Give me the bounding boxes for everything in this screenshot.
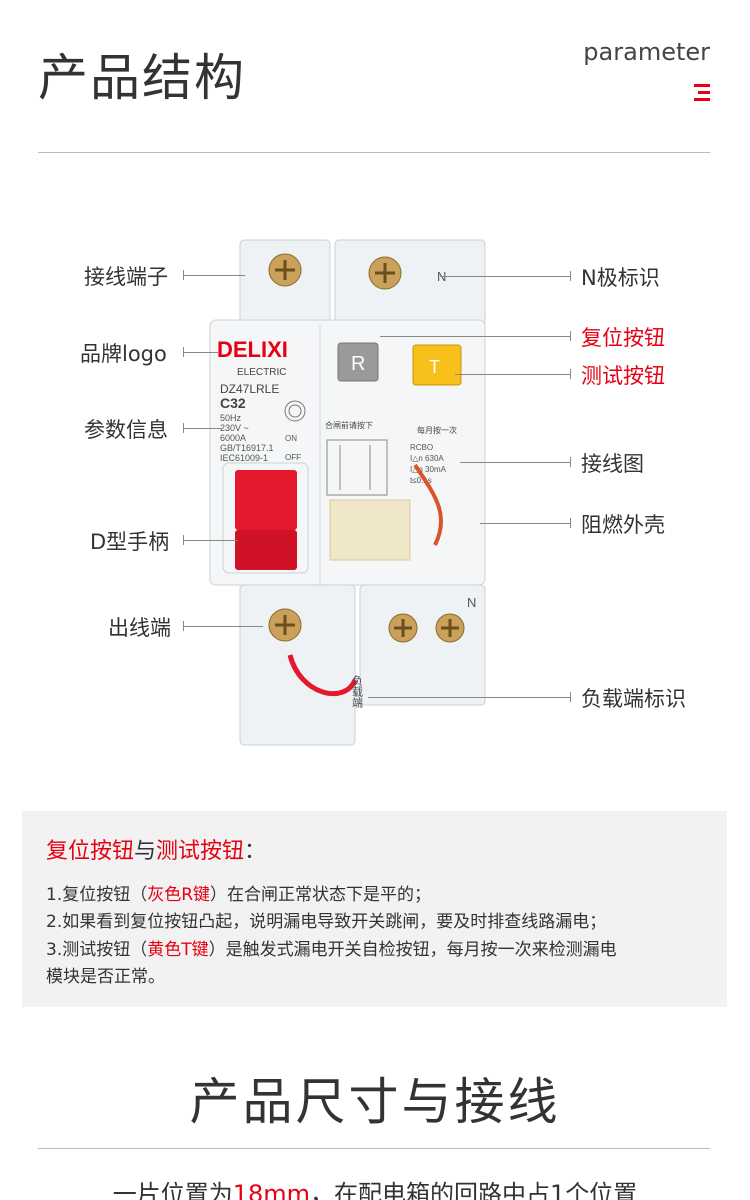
divider: [38, 1148, 710, 1149]
terminal-screw-bottom-left: [268, 608, 302, 642]
brand-logo: DELIXI: [217, 337, 288, 362]
load-mark: 负载端: [351, 674, 364, 709]
svg-text:T: T: [429, 357, 440, 377]
note-line-4: 模块是否正常。: [46, 967, 165, 987]
callout-wiring-diagram: 接线图: [581, 452, 644, 476]
callout-brand-logo: 品牌logo: [80, 342, 167, 366]
d-handle: [235, 470, 297, 530]
callout-parameter-info: 参数信息: [84, 418, 168, 442]
svg-text:ELECTRIC: ELECTRIC: [237, 367, 286, 378]
terminal-screw-top-right: [368, 256, 402, 290]
spec-line: IEC61009-1: [220, 453, 268, 463]
callout-terminal: 接线端子: [84, 265, 168, 289]
size-description: 一片位置为18mm，在配电箱的回路中占1个位置: [112, 1180, 638, 1200]
callout-output-terminal: 出线端: [108, 616, 171, 640]
note-heading: 复位按钮与测试按钮：: [46, 839, 267, 864]
svg-text:合闸前请按下: 合闸前请按下: [325, 420, 373, 430]
note-line-3: 3.测试按钮（黄色T键）是触发式漏电开关自检按钮，每月按一次来检测漏电: [46, 940, 617, 960]
section-subtitle: parameter: [583, 38, 710, 66]
rcbo-line: I△n 630A: [410, 454, 444, 463]
terminal-screw-bottom-right: [435, 613, 465, 643]
spec-line: 6000A: [220, 433, 246, 443]
reset-key: [337, 342, 379, 382]
spec-line: 230V ~: [220, 423, 249, 433]
note-line-1: 1.复位按钮（灰色R键）在合闸正常状态下是平的；: [46, 885, 432, 905]
callout-load-mark: 负载端标识: [581, 687, 686, 711]
section2-title: 产品尺寸与接线: [189, 1073, 561, 1131]
n-mark-bottom: N: [467, 595, 476, 610]
rcbo-line: I△n 30mA: [410, 465, 447, 474]
spec-line: 50Hz: [220, 413, 242, 423]
terminal-screw-top-left: [268, 253, 302, 287]
divider: [38, 152, 710, 153]
breaker-illustration: N DELIXI ELECTRIC DZ47LRLE C32 50Hz230V …: [209, 239, 486, 746]
callout-d-handle: D型手柄: [90, 530, 170, 554]
callout-test-button: 测试按钮: [581, 364, 665, 388]
callout-flame-retardant-shell: 阻燃外壳: [581, 513, 665, 537]
note-line-2: 2.如果看到复位按钮凸起，说明漏电导致开关跳闸，要及时排查线路漏电；: [46, 912, 607, 932]
spec-line: GB/T16917.1: [220, 443, 274, 453]
callout-n-mark: N极标识: [581, 266, 660, 290]
section-title: 产品结构: [38, 49, 246, 107]
note-panel: 复位按钮与测试按钮： 1.复位按钮（灰色R键）在合闸正常状态下是平的； 2.如果…: [22, 811, 727, 1007]
svg-text:C32: C32: [220, 395, 246, 411]
svg-text:R: R: [351, 353, 365, 375]
rcbo-line: RCBO: [410, 443, 433, 452]
menu-icon[interactable]: [690, 82, 710, 102]
rcbo-line: t≤0.1s: [410, 476, 432, 485]
svg-text:ON: ON: [285, 434, 297, 443]
callout-reset-button: 复位按钮: [581, 326, 665, 350]
svg-text:DZ47LRLE: DZ47LRLE: [220, 382, 279, 396]
test-key: [412, 344, 462, 386]
svg-text:每月按一次: 每月按一次: [417, 425, 457, 435]
terminal-screw-bottom-mid: [388, 613, 418, 643]
svg-text:OFF: OFF: [285, 453, 301, 462]
